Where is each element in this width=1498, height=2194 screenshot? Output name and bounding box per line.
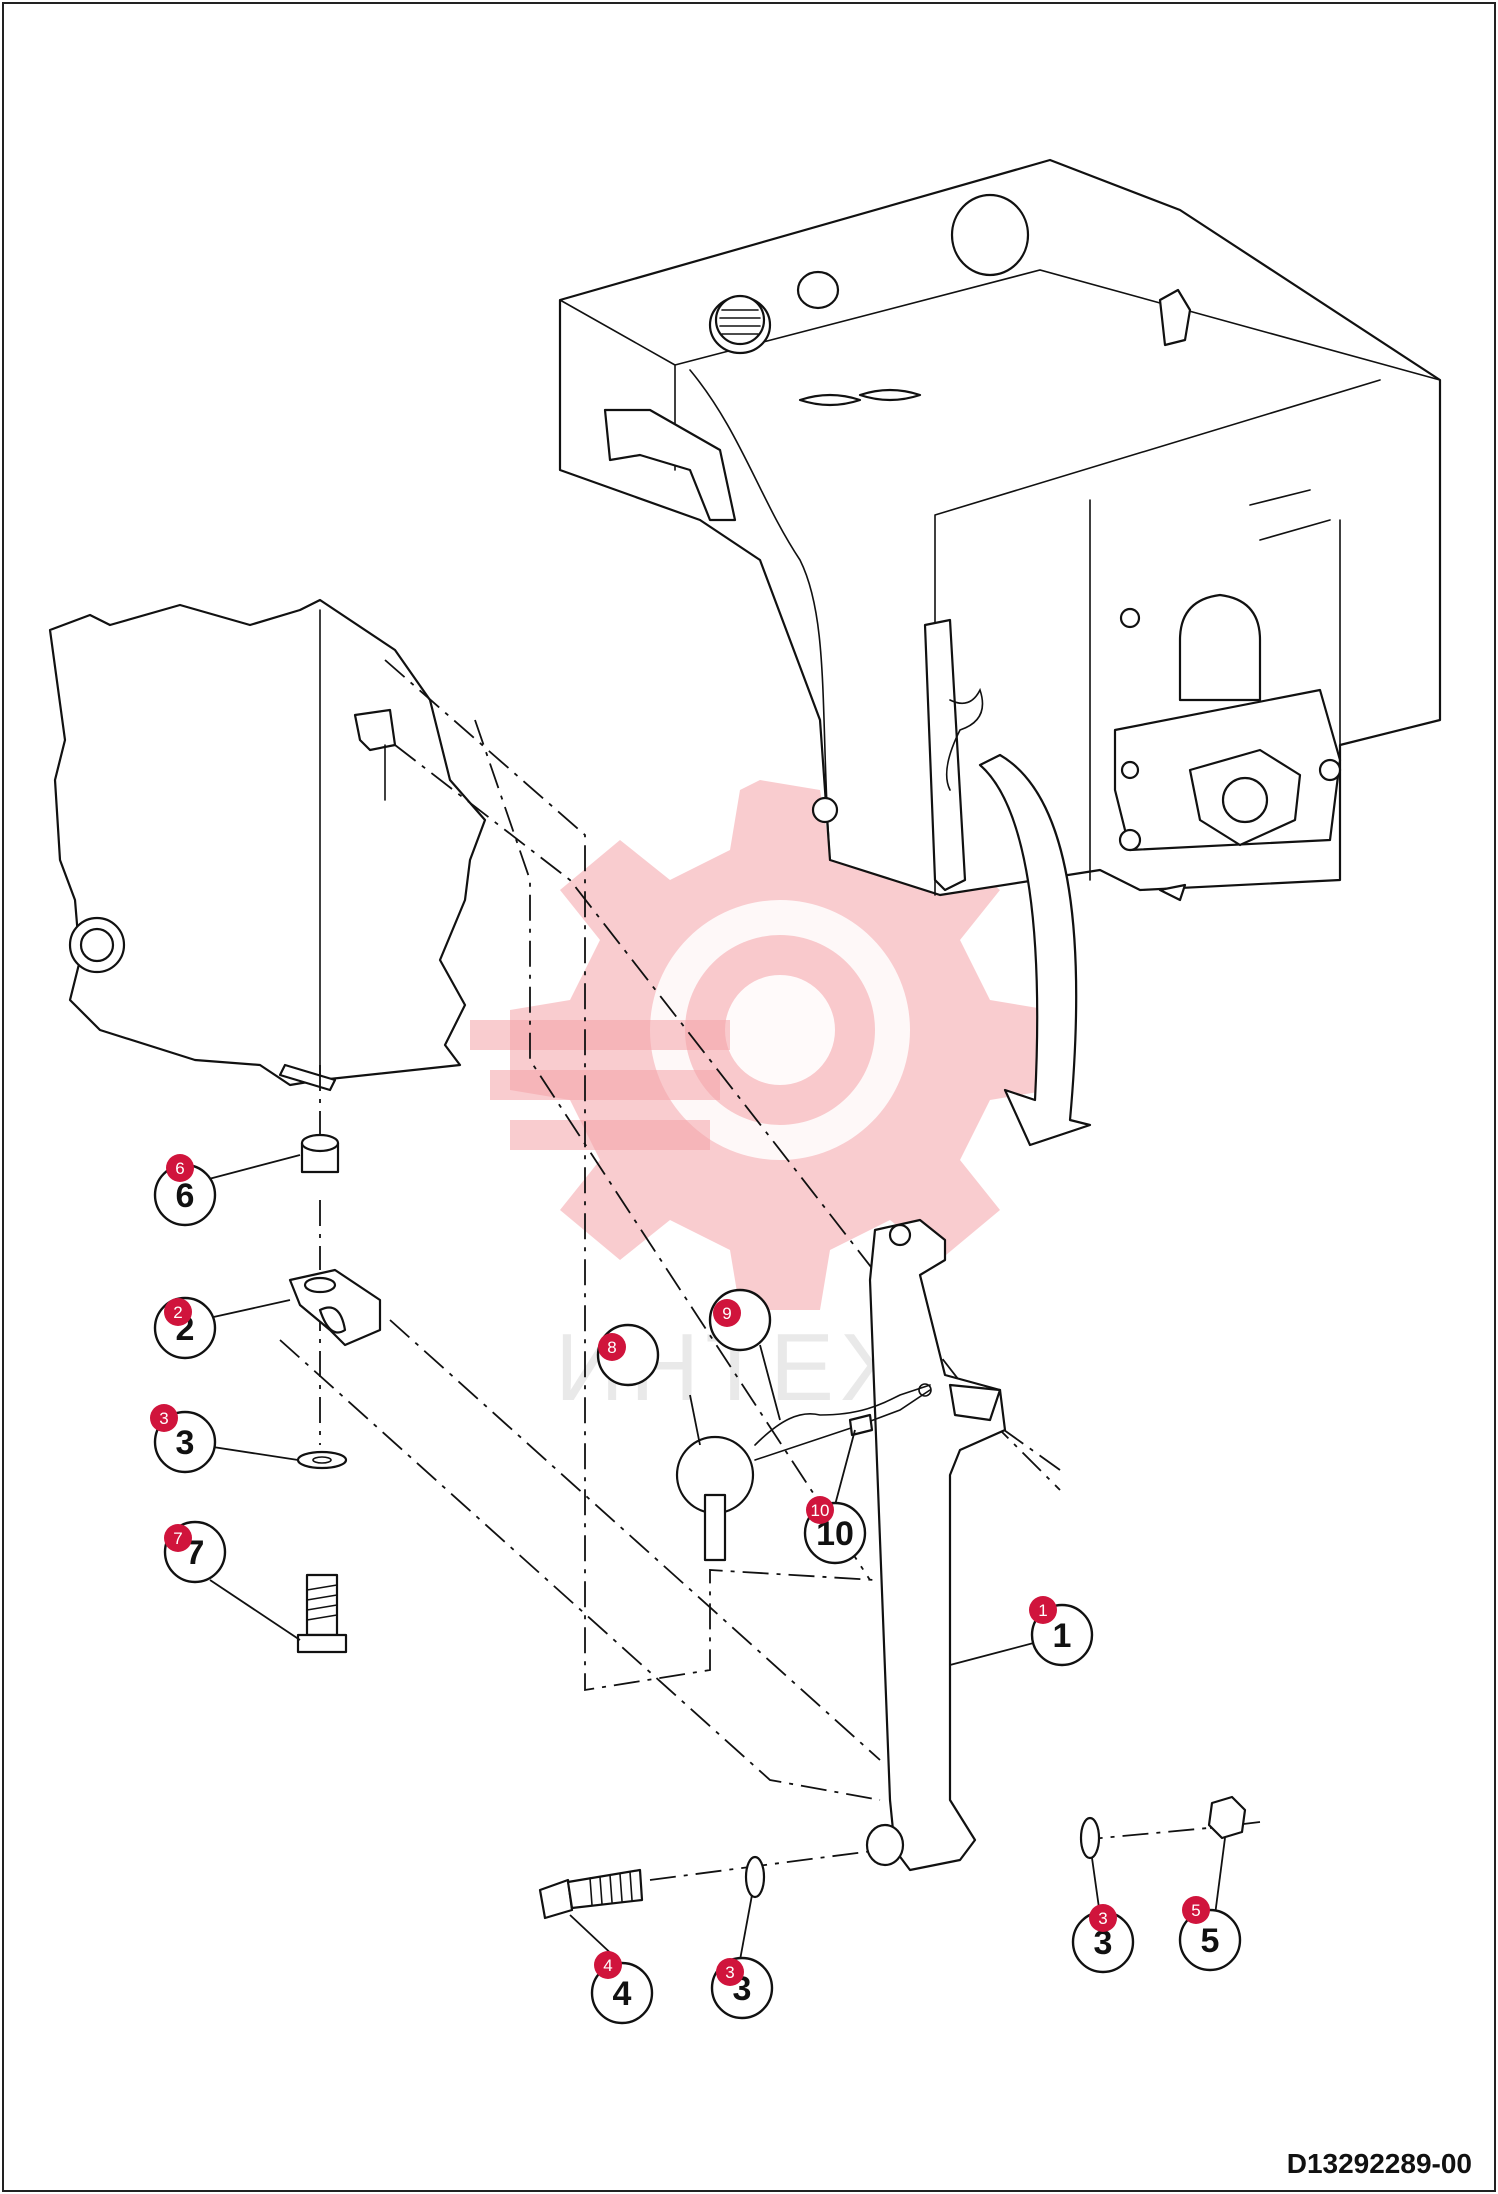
part-washer: [744, 1855, 766, 1899]
side-panel: [48, 598, 487, 1087]
svg-text:6: 6: [175, 1159, 184, 1178]
svg-text:7: 7: [173, 1529, 182, 1548]
svg-text:3: 3: [176, 1424, 195, 1462]
part-washer: [1079, 1816, 1101, 1860]
svg-text:4: 4: [613, 1975, 632, 2013]
part-pin-assembly: [675, 1383, 932, 1562]
callout: 6: [153, 1163, 217, 1227]
callout: 3: [1071, 1910, 1135, 1974]
svg-text:3: 3: [159, 1409, 168, 1428]
svg-text:6: 6: [176, 1177, 195, 1215]
badge: 3: [716, 1958, 744, 1986]
part-bolt: [296, 1573, 348, 1654]
frame-assembly: [558, 158, 1442, 902]
badge: 3: [1089, 1904, 1117, 1932]
watermark-gear-icon: [470, 780, 1050, 1310]
drawing-code: D13292289-00: [1286, 2148, 1472, 2179]
vent-grille-icon: [714, 294, 766, 346]
svg-text:1: 1: [1053, 1617, 1072, 1655]
rotation-arrow-icon: [978, 753, 1092, 1147]
part-spacer: [300, 1133, 340, 1174]
part-washer: [296, 1450, 348, 1470]
badge: 9: [713, 1299, 741, 1327]
svg-text:1: 1: [1038, 1601, 1047, 1620]
svg-text:5: 5: [1191, 1901, 1200, 1920]
svg-text:3: 3: [1094, 1924, 1113, 1962]
svg-text:5: 5: [1201, 1922, 1220, 1960]
badge: 7: [164, 1524, 192, 1552]
part-nut: [1207, 1795, 1247, 1840]
svg-text:8: 8: [607, 1338, 616, 1357]
badge: 1: [1029, 1596, 1057, 1624]
badge: 6: [166, 1154, 194, 1182]
svg-text:4: 4: [603, 1956, 612, 1975]
svg-text:2: 2: [173, 1303, 182, 1322]
svg-text:3: 3: [725, 1963, 734, 1982]
part-lever: [865, 1218, 1007, 1872]
part-bracket: [288, 1268, 382, 1347]
badge: 3: [150, 1404, 178, 1432]
callout: 1: [1030, 1603, 1094, 1667]
part-long-bolt: [538, 1868, 644, 1920]
svg-text:9: 9: [722, 1304, 731, 1323]
badge: 4: [594, 1951, 622, 1979]
badge: 8: [598, 1333, 626, 1361]
badge: 5: [1182, 1896, 1210, 1924]
badge: 2: [164, 1298, 192, 1326]
svg-text:10: 10: [811, 1501, 830, 1520]
svg-text:3: 3: [1098, 1909, 1107, 1928]
badge: 10: [806, 1496, 834, 1524]
